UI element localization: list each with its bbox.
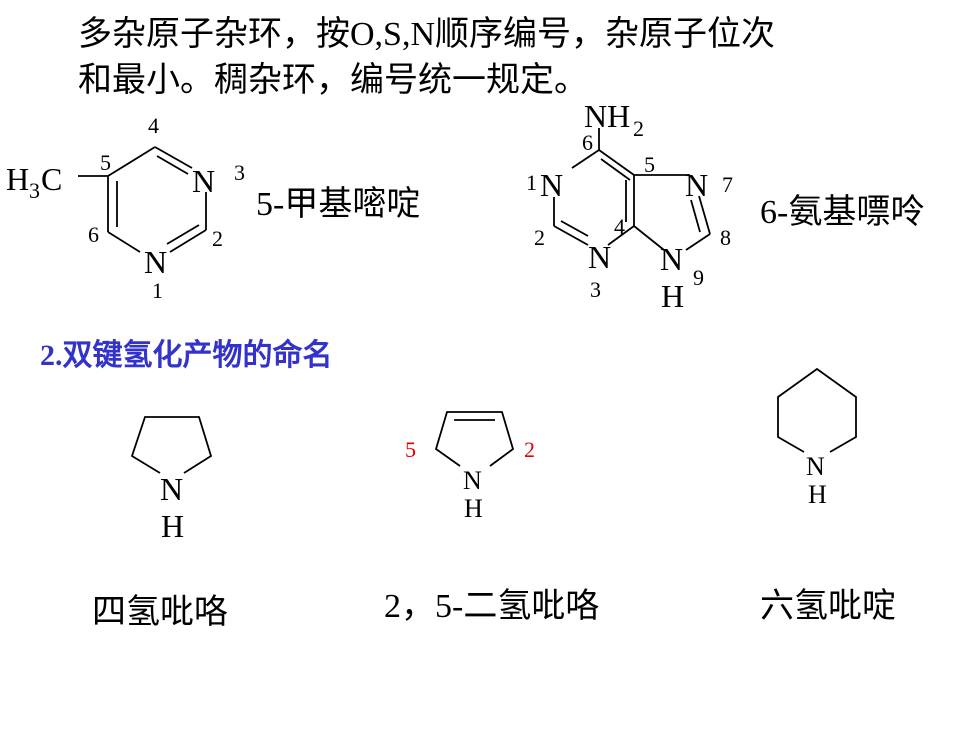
ring-bond-2-1 [169, 229, 207, 253]
double-7-8 [690, 199, 701, 233]
adenine-name: 6-氨基嘌呤 [760, 194, 925, 231]
bond-9-4 [633, 225, 665, 251]
pyr-num-5: 5 [100, 150, 111, 175]
ring-bond-4-3 [154, 146, 193, 169]
purine-num-3: 3 [590, 277, 601, 302]
piperidine-name: 六氢吡啶 [760, 588, 896, 625]
purine-n1: N [540, 167, 563, 203]
dihydropyrrole-n: N [463, 466, 482, 495]
pyrrolidine-name: 四氢吡咯 [92, 594, 228, 631]
dihydropyrrole-name: 2，5-二氢吡咯 [384, 588, 600, 625]
amino-sub: 2 [633, 116, 644, 141]
piperidine-h: H [808, 480, 827, 509]
intro-text: 多杂原子杂环，按O,S,N顺序编号，杂原子位次 和最小。稠杂环，编号统一规定。 [78, 12, 775, 104]
purine-num-7: 7 [722, 172, 733, 197]
ring-bond-1-6 [107, 231, 141, 253]
pyrimidine-n1: N [144, 244, 167, 280]
methylpyrimidine-name: 5-甲基嘧啶 [256, 186, 421, 223]
dihydropyrrole-h: H [464, 494, 483, 523]
section-heading: 2.双键氢化产物的命名 [40, 339, 333, 372]
bond-8-9 [685, 233, 711, 251]
dihydropyrrole-num-5: 5 [405, 437, 416, 462]
dihydropyrrole-num-2: 2 [524, 437, 535, 462]
bond-6-5 [598, 149, 635, 176]
purine-num-9: 9 [693, 265, 704, 290]
ring-double-4-3 [156, 155, 189, 175]
purine-h9: H [661, 278, 684, 314]
amino-nh: NH [584, 98, 630, 134]
bond-7-8 [698, 195, 711, 235]
methyl-h: H [6, 161, 29, 197]
intro-line-1: 多杂原子杂环，按O,S,N顺序编号，杂原子位次 [78, 16, 776, 53]
purine-n9: N [660, 241, 683, 277]
purine-num-2: 2 [534, 225, 545, 250]
methyl-sub: 3 [29, 178, 40, 203]
pyr-num-2: 2 [212, 226, 223, 251]
double-2-3 [560, 220, 589, 237]
piperidine-ring [777, 367, 857, 453]
pyrrolidine-n: N [160, 471, 183, 507]
pyr-num-3: 3 [234, 160, 245, 185]
purine-n3: N [588, 239, 611, 275]
purine-num-8: 8 [720, 225, 731, 250]
purine-num-5: 5 [644, 152, 655, 177]
bond-3-4 [607, 225, 635, 246]
dihydropyrrole-ring [434, 411, 515, 467]
purine-num-1: 1 [526, 170, 537, 195]
ring-bond-5-4 [107, 146, 156, 177]
pyr-num-4: 4 [148, 113, 159, 138]
ring-double-2-1 [166, 224, 200, 245]
piperidine-n: N [806, 452, 825, 481]
double-6-5 [600, 158, 631, 181]
bond-6-1 [571, 149, 600, 169]
pyr-num-1: 1 [152, 278, 163, 303]
purine-num-6: 6 [582, 130, 593, 155]
purine-n7: N [685, 167, 708, 203]
pyrimidine-n3: N [192, 163, 215, 199]
pyrrolidine-ring [130, 416, 213, 474]
pyr-num-6: 6 [88, 222, 99, 247]
methyl-c: C [41, 161, 62, 197]
bond-2-3 [553, 225, 589, 246]
intro-line-2: 和最小。稠杂环，编号统一规定。 [78, 62, 588, 99]
purine-num-4: 4 [614, 214, 625, 239]
pyrrolidine-h: H [161, 508, 184, 544]
